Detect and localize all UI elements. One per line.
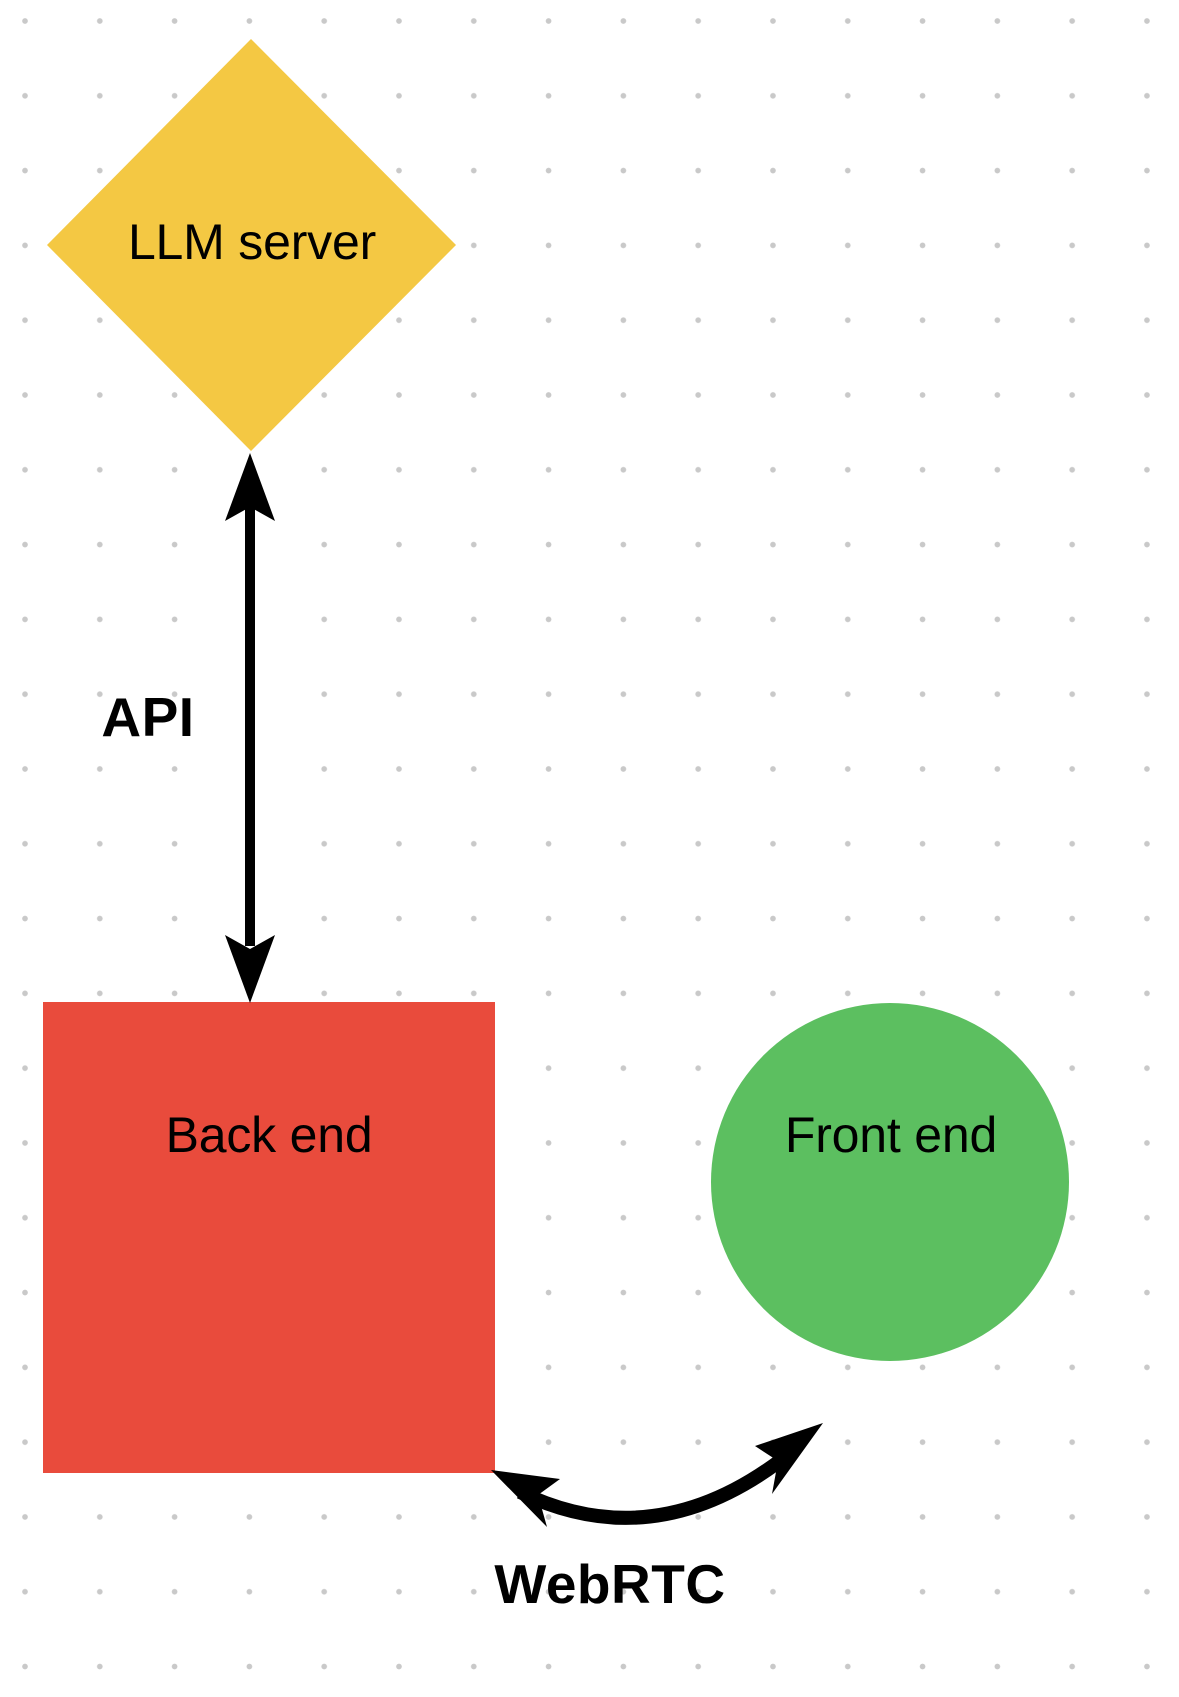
node-shape-front-end[interactable] [711,1003,1069,1361]
node-label-front-end: Front end [784,1107,998,1163]
edge-label-api: API [101,686,195,748]
arrow-double-curved-icon[interactable] [491,1423,823,1527]
node-shape-back-end[interactable] [43,1002,495,1473]
arrow-double-vertical-icon[interactable] [225,453,275,1003]
node-label-back-end: Back end [165,1107,373,1163]
node-label-llm-server: LLM server [127,214,377,270]
node-shape-llm-server[interactable] [47,39,456,451]
edge-label-webrtc: WebRTC [494,1553,726,1615]
